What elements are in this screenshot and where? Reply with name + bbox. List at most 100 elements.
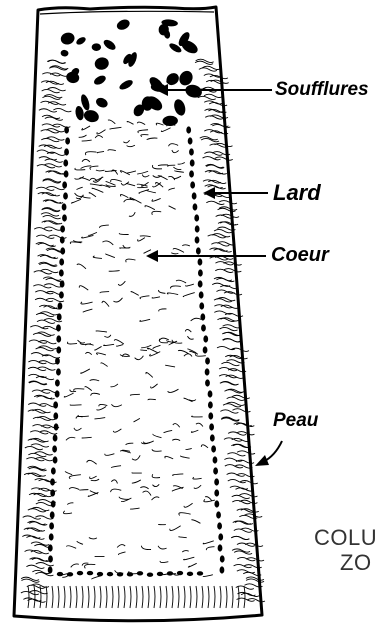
- rim-dot: [192, 192, 197, 199]
- rim-dot: [64, 148, 69, 155]
- caption-line-1: COLU: [314, 527, 377, 549]
- rim-dot: [62, 214, 67, 221]
- rim-dot: [213, 467, 218, 474]
- caption-line-2: ZO: [340, 552, 372, 574]
- rim-dot: [48, 555, 53, 562]
- rim-dot: [177, 571, 183, 575]
- rim-dot: [195, 236, 200, 243]
- rim-dot: [201, 324, 206, 331]
- rim-dot: [97, 572, 103, 576]
- label-coeur: Coeur: [271, 244, 329, 267]
- rim-dot: [60, 236, 65, 243]
- rim-dot: [50, 489, 55, 496]
- rim-dot: [62, 181, 67, 188]
- arrow-peau: [255, 441, 282, 466]
- rim-dot: [53, 456, 58, 463]
- rim-dot: [60, 225, 65, 232]
- label-peau: Peau: [273, 410, 318, 432]
- rim-dot: [205, 357, 210, 364]
- rim-dot: [187, 572, 193, 576]
- rim-dot: [217, 522, 222, 529]
- rim-dot: [205, 379, 210, 386]
- rim-dot: [57, 313, 62, 320]
- rim-dot: [189, 170, 194, 177]
- rim-dot: [197, 571, 203, 575]
- rim-dot: [59, 258, 64, 265]
- rim-dot: [53, 412, 58, 419]
- rim-dot: [63, 192, 68, 199]
- rim-dot: [200, 313, 205, 320]
- rim-dot: [216, 511, 221, 518]
- rim-dot: [203, 346, 208, 353]
- rim-dot: [56, 368, 61, 375]
- rim-dot: [64, 170, 69, 177]
- rim-dot: [117, 572, 123, 576]
- rim-dot: [196, 247, 201, 254]
- rim-dot: [63, 159, 68, 166]
- rim-dot: [55, 390, 60, 397]
- rim-dot: [52, 445, 57, 452]
- rim-dot: [48, 566, 53, 573]
- rim-dot: [203, 335, 208, 342]
- rim-dot: [55, 357, 60, 364]
- rim-dot: [51, 467, 56, 474]
- rim-dot: [198, 269, 203, 276]
- rim-dot: [220, 555, 225, 562]
- rim-dot: [209, 423, 214, 430]
- rim-dot: [211, 445, 216, 452]
- rim-dot: [213, 456, 218, 463]
- rim-dot: [214, 478, 219, 485]
- rim-dot: [49, 522, 54, 529]
- rim-dot: [59, 291, 64, 298]
- rim-dot: [77, 571, 83, 575]
- rim-dot: [198, 280, 203, 287]
- rim-dot: [53, 434, 58, 441]
- rim-dot: [157, 572, 163, 576]
- rim-dot: [49, 533, 54, 540]
- rim-dot: [62, 203, 67, 210]
- rim-dot: [208, 412, 213, 419]
- rim-dot: [205, 368, 210, 375]
- rim-dot: [50, 478, 55, 485]
- rim-dot: [167, 571, 173, 575]
- rim-dot: [54, 423, 59, 430]
- rim-dot: [48, 544, 53, 551]
- rim-dot: [208, 390, 213, 397]
- rim-dot: [87, 571, 93, 575]
- rim-dot: [56, 346, 61, 353]
- rim-dot: [189, 148, 194, 155]
- rim-dot: [67, 572, 73, 576]
- rim-dot: [199, 291, 204, 298]
- rim-dot: [199, 302, 204, 309]
- rim-dot: [55, 379, 60, 386]
- rim-dot: [147, 573, 153, 577]
- rim-dot: [218, 533, 223, 540]
- rim-dot: [194, 214, 199, 221]
- rim-dot: [64, 126, 69, 133]
- rim-dot: [188, 137, 193, 144]
- arrow-lard: [203, 187, 268, 199]
- rim-dot: [127, 572, 133, 576]
- rim-dot: [214, 500, 219, 507]
- rim-dot: [137, 571, 143, 575]
- rim-dot: [210, 434, 215, 441]
- rim-dot: [208, 401, 213, 408]
- rim-dot: [218, 544, 223, 551]
- rim-dot: [220, 566, 225, 573]
- rim-dot: [195, 225, 200, 232]
- label-soufflures: Soufflures: [275, 79, 369, 101]
- rim-dot: [193, 203, 198, 210]
- rim-dot: [186, 126, 191, 133]
- rim-dot: [190, 181, 195, 188]
- rim-dot: [60, 280, 65, 287]
- rim-dot: [59, 269, 64, 276]
- rim-dot: [56, 335, 61, 342]
- rim-dot: [53, 401, 58, 408]
- rim-dot: [56, 324, 61, 331]
- rim-dot: [190, 159, 195, 166]
- rim-dot: [214, 489, 219, 496]
- rim-dot: [51, 500, 56, 507]
- rim-dot: [107, 572, 113, 576]
- label-lard: Lard: [273, 180, 321, 206]
